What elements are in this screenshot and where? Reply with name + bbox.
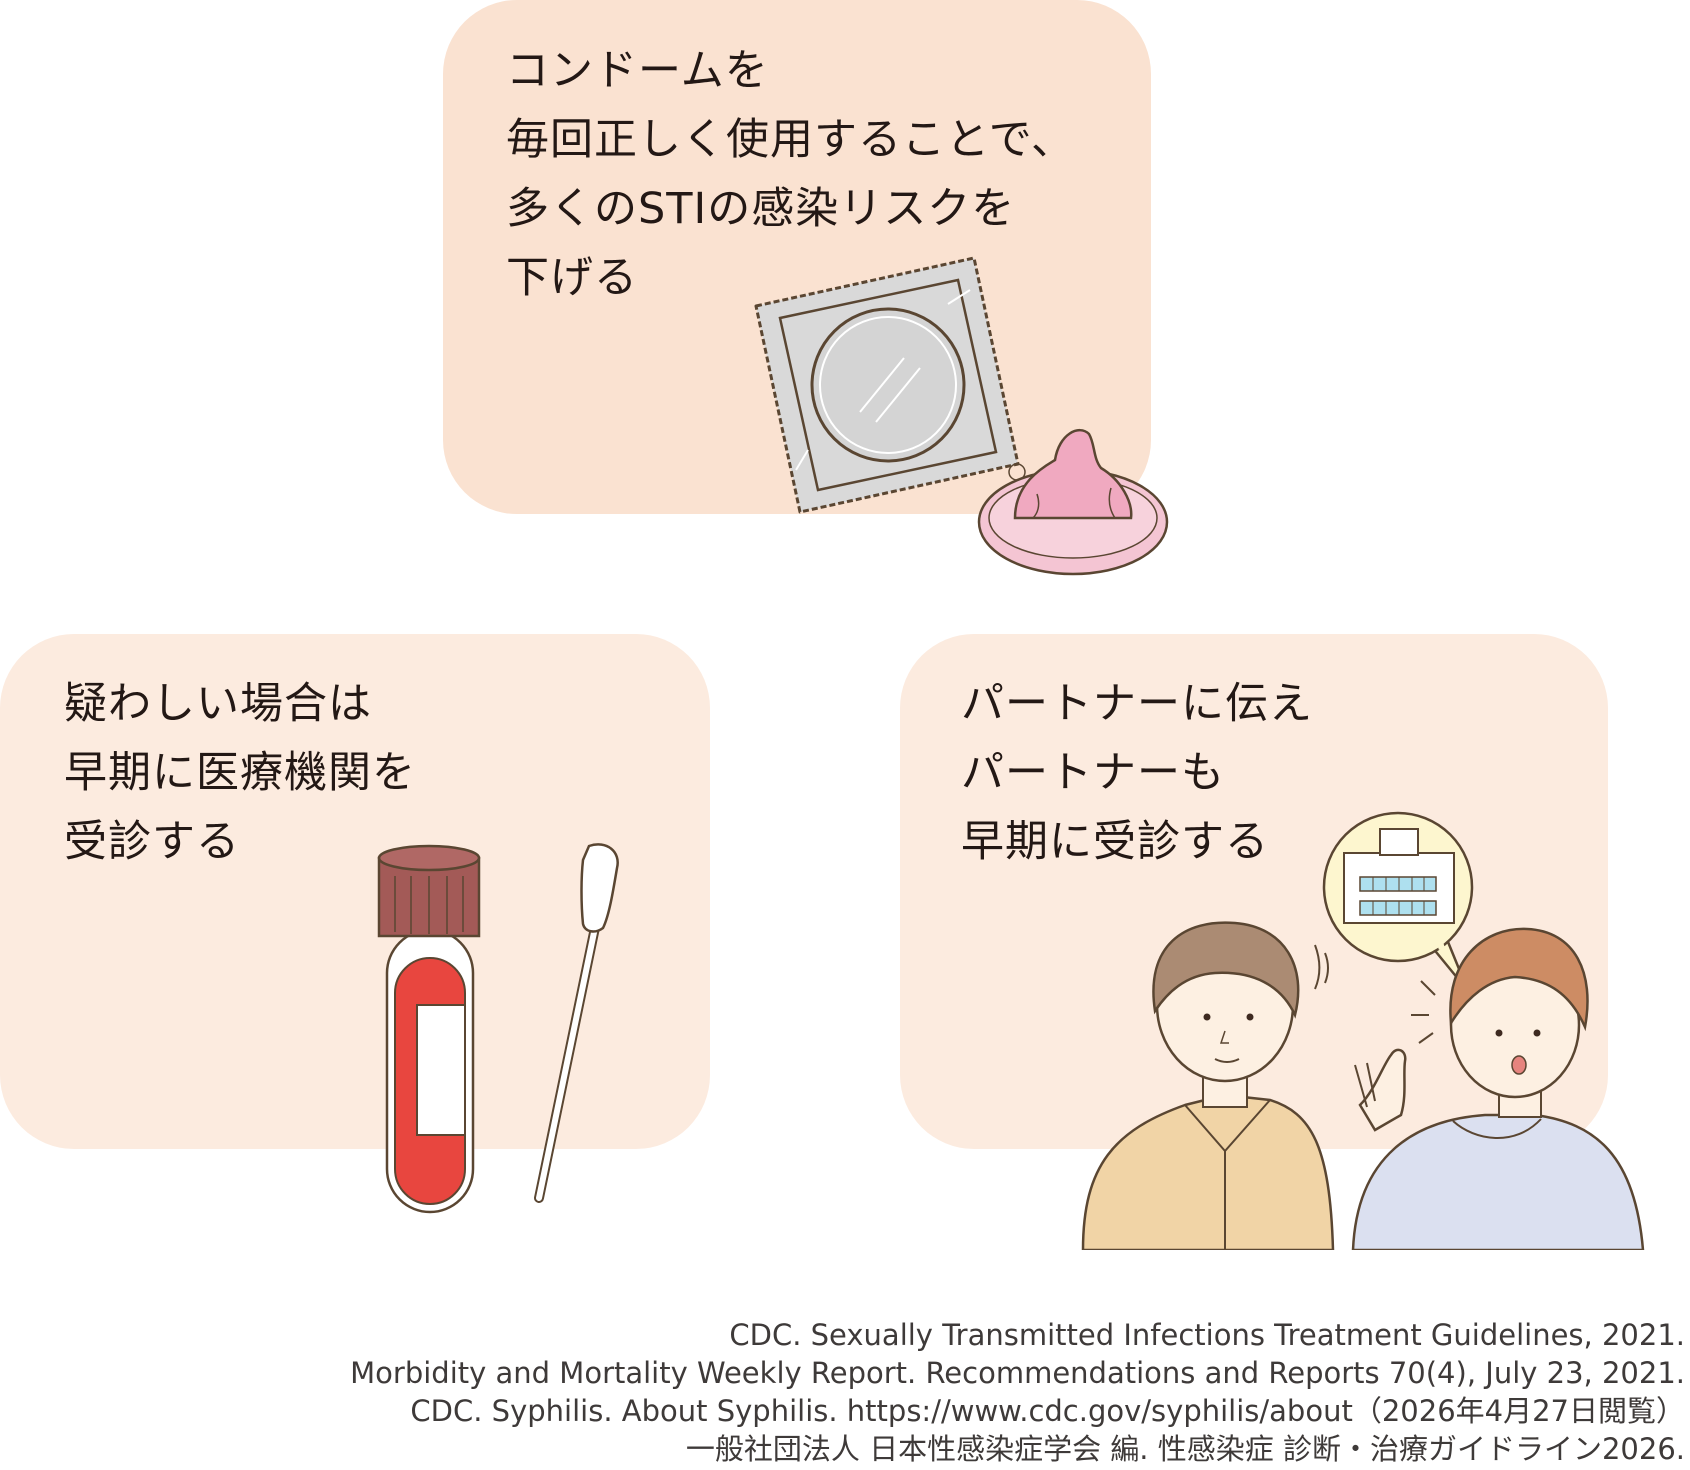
- reference-line: Morbidity and Mortality Weekly Report. R…: [350, 1356, 1685, 1390]
- reference-line: CDC. Syphilis. About Syphilis. https://w…: [410, 1394, 1685, 1428]
- blood-tube-icon: [377, 844, 481, 1214]
- condom-icon: [977, 428, 1169, 576]
- reference-line: 一般社団法人 日本性感染症学会 編. 性感染症 診断・治療ガイドライン2026.: [685, 1432, 1685, 1466]
- hospital-speech-bubble-icon: [1322, 811, 1474, 993]
- reference-line: CDC. Sexually Transmitted Infections Tre…: [729, 1318, 1685, 1352]
- early-testing-text: 疑わしい場合は 早期に医療機関を 受診する: [64, 679, 416, 867]
- two-people-talking-icon: [1081, 921, 1645, 1250]
- condom-info-text: コンドームを 毎回正しく使用することで、 多くのSTIの感染リスクを 下げる: [506, 46, 1075, 303]
- cotton-swab-icon: [534, 843, 619, 1203]
- partner-notification-text: パートナーに伝え パートナーも 早期に受診する: [961, 679, 1313, 867]
- references-block: CDC. Sexually Transmitted Infections Tre…: [85, 1316, 1685, 1468]
- condom-package-icon: [754, 256, 1020, 514]
